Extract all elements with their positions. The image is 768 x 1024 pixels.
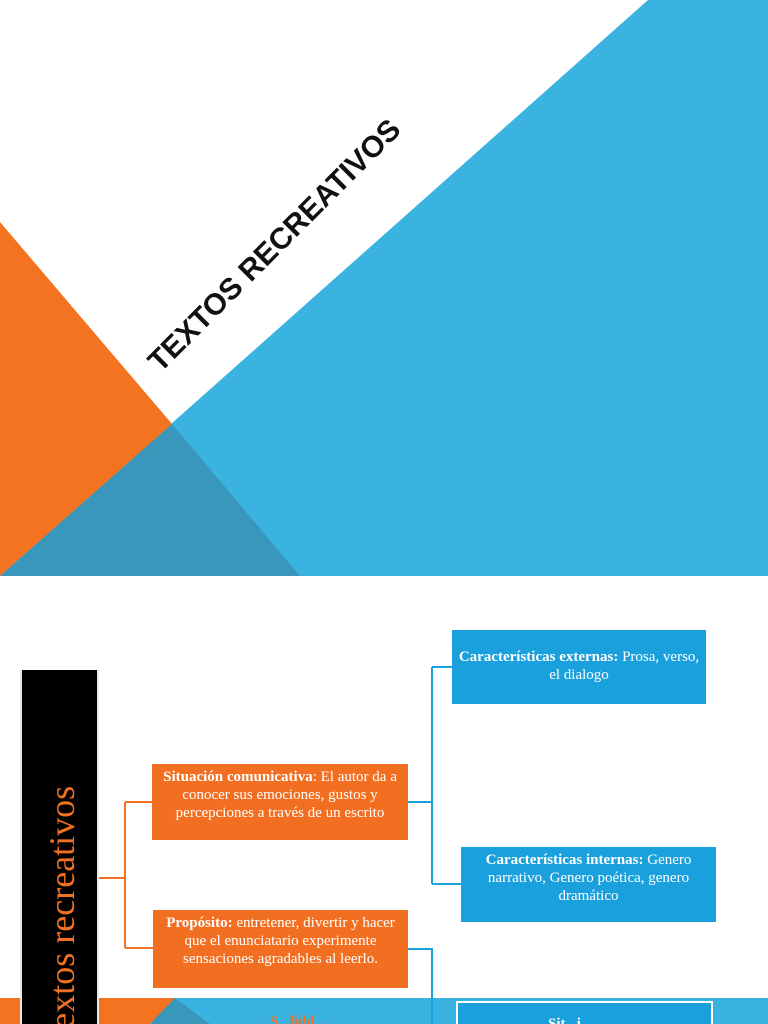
teal-triangle <box>0 424 300 576</box>
externas-text: Prosa, verso, el dialogo <box>549 649 700 683</box>
slide-gap <box>0 576 768 584</box>
orange-triangle <box>0 222 172 576</box>
proposito-label: Propósito: <box>166 915 233 931</box>
concept-map-slide: Textos recreativos Situación comunicativ… <box>0 584 768 1024</box>
bottom-teal-strip <box>150 998 210 1024</box>
internas-label: Características internas: <box>485 852 644 868</box>
externas-label: Características externas: <box>458 649 619 665</box>
internas-text: Genero narrativo, Genero poética, genero… <box>487 852 692 904</box>
vertical-title-bar <box>20 670 99 1024</box>
situacion-text: : El autor da a conocer sus emociones, g… <box>175 769 397 821</box>
cut-off-right-text: Sit...i... <box>548 1016 593 1024</box>
proposito-text: entretener, divertir y hacer que el enun… <box>183 915 395 967</box>
proposito-connector <box>408 948 433 1024</box>
cut-off-left-text: S...lidd... <box>270 1014 326 1024</box>
situacion-box: Situación comunicativa: El autor da a co… <box>152 764 408 840</box>
blue-triangle <box>0 0 768 576</box>
proposito-box: Propósito: entretener, divertir y hacer … <box>153 910 408 988</box>
title-slide: TEXTOS RECREATIVOS <box>0 0 768 576</box>
situacion-label: Situación comunicativa <box>163 769 313 785</box>
internas-box: Características internas: Genero narrati… <box>461 847 716 922</box>
vertical-title: Textos recreativos <box>42 785 82 1024</box>
externas-box: Características externas: Prosa, verso, … <box>452 630 706 704</box>
slide-background-shapes <box>0 0 768 576</box>
cut-off-box <box>456 1001 713 1024</box>
